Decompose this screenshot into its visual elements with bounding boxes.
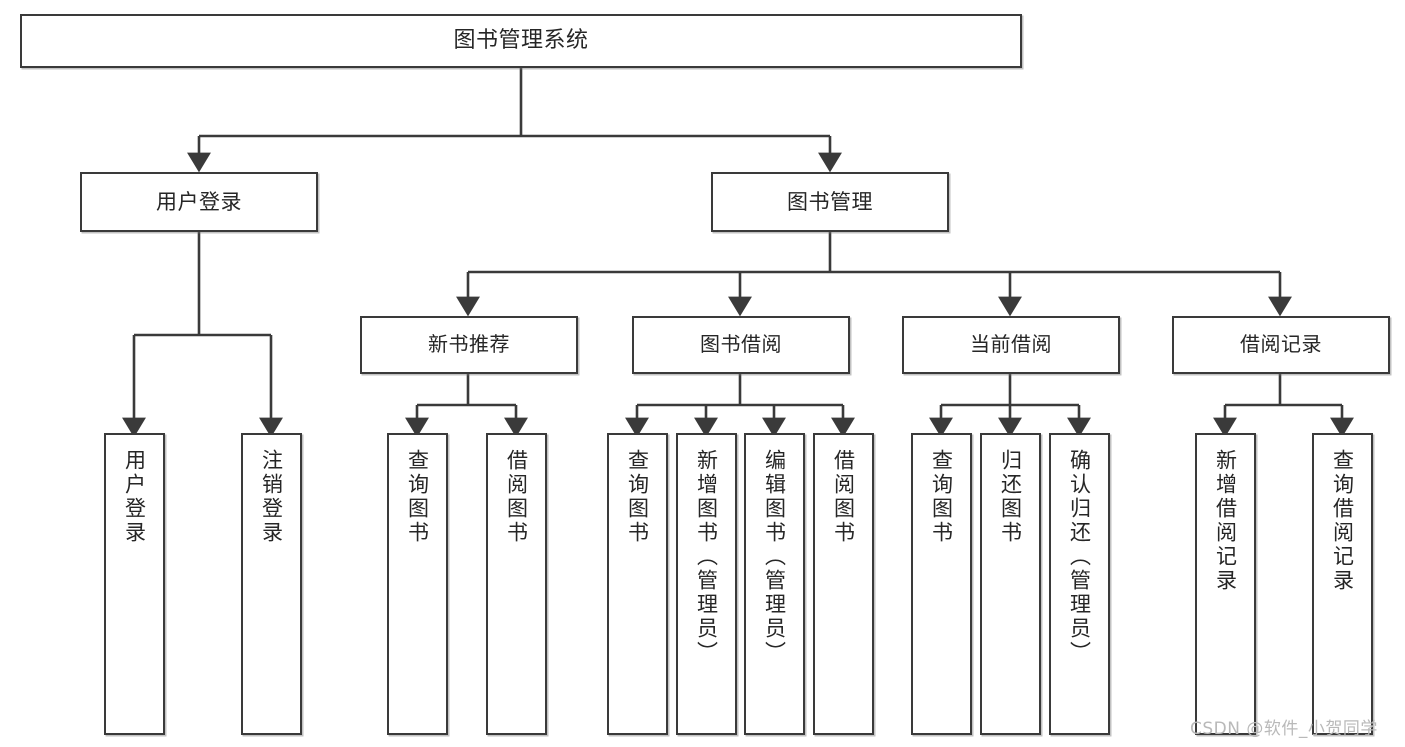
csdn-watermark: CSDN @软件_小贺同学 [1190, 719, 1378, 739]
node-borrow-record[interactable]: 借阅记录 [1172, 316, 1390, 374]
node-label: 借阅图书 [831, 449, 856, 545]
leaf-user-login[interactable]: 用户登录 [104, 433, 165, 735]
node-label: 用户登录 [122, 449, 147, 545]
node-label: 新增借阅记录 [1213, 449, 1238, 593]
node-label: 用户登录 [156, 189, 242, 214]
leaf-logout[interactable]: 注销登录 [241, 433, 302, 735]
node-label: 确认归还（管理员） [1067, 449, 1092, 665]
leaf-query-book-recommend[interactable]: 查询图书 [387, 433, 448, 735]
leaf-add-book-admin[interactable]: 新增图书（管理员） [676, 433, 737, 735]
leaf-borrow-book-recommend[interactable]: 借阅图书 [486, 433, 547, 735]
leaf-query-book-current[interactable]: 查询图书 [911, 433, 972, 735]
node-book-management[interactable]: 图书管理 [711, 172, 949, 232]
node-label: 图书管理 [787, 189, 873, 214]
leaf-query-borrow-record[interactable]: 查询借阅记录 [1312, 433, 1373, 735]
node-label: 注销登录 [259, 449, 284, 545]
leaf-edit-book-admin[interactable]: 编辑图书（管理员） [744, 433, 805, 735]
leaf-query-book-borrow[interactable]: 查询图书 [607, 433, 668, 735]
node-label: 查询图书 [929, 449, 954, 545]
node-book-borrow[interactable]: 图书借阅 [632, 316, 850, 374]
node-label: 查询图书 [405, 449, 430, 545]
node-new-book-recommend[interactable]: 新书推荐 [360, 316, 578, 374]
node-current-borrow[interactable]: 当前借阅 [902, 316, 1120, 374]
leaf-confirm-return-admin[interactable]: 确认归还（管理员） [1049, 433, 1110, 735]
node-label: 借阅记录 [1240, 332, 1322, 357]
node-user-login[interactable]: 用户登录 [80, 172, 318, 232]
node-label: 归还图书 [998, 449, 1023, 545]
node-label: 查询图书 [625, 449, 650, 545]
node-label: 借阅图书 [504, 449, 529, 545]
node-label: 编辑图书（管理员） [762, 449, 787, 665]
node-label: 图书管理系统 [453, 28, 589, 54]
leaf-return-book[interactable]: 归还图书 [980, 433, 1041, 735]
node-label: 图书借阅 [700, 332, 782, 357]
node-label: 新增图书（管理员） [694, 449, 719, 665]
node-label: 当前借阅 [970, 332, 1052, 357]
node-label: 查询借阅记录 [1330, 449, 1355, 593]
node-root-system[interactable]: 图书管理系统 [20, 14, 1022, 68]
leaf-borrow-book[interactable]: 借阅图书 [813, 433, 874, 735]
leaf-add-borrow-record[interactable]: 新增借阅记录 [1195, 433, 1256, 735]
node-label: 新书推荐 [428, 332, 510, 357]
